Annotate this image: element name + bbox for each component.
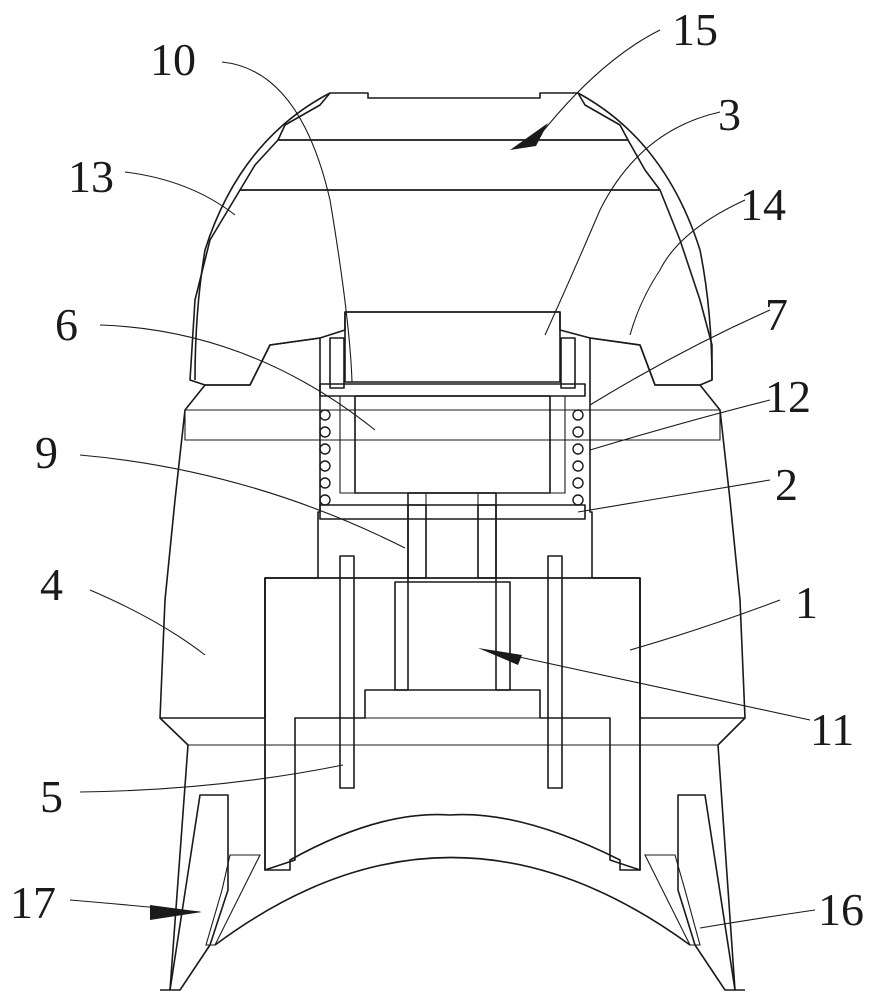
base-plate-part-2 — [319, 504, 586, 520]
label-3: 3 — [718, 89, 741, 140]
head-shell-part-13 — [189, 92, 713, 386]
label-13: 13 — [68, 151, 114, 202]
label-5: 5 — [40, 771, 63, 822]
label-12: 12 — [765, 371, 811, 422]
top-cap-part-15 — [277, 92, 629, 141]
label-7: 7 — [765, 289, 788, 340]
ring-part-16 — [644, 794, 736, 991]
skirt — [159, 717, 746, 991]
spring-part-7 — [319, 409, 331, 506]
leader-lines — [69, 29, 816, 929]
label-15: 15 — [672, 4, 718, 55]
pin-part-5 — [339, 555, 563, 789]
core-block-part-3 — [344, 311, 561, 383]
label-9: 9 — [35, 427, 58, 478]
label-2: 2 — [775, 459, 798, 510]
label-16: 16 — [818, 884, 864, 935]
inner-arch — [214, 856, 691, 946]
label-14: 14 — [740, 179, 786, 230]
label-4: 4 — [40, 559, 63, 610]
housing-part-4 — [159, 337, 746, 719]
spring-part-12 — [572, 409, 584, 506]
label-11: 11 — [810, 704, 854, 755]
sleeve-part-10 — [319, 337, 586, 397]
ring-part-17 — [169, 794, 261, 991]
label-1: 1 — [795, 577, 818, 628]
part-labels: 10 15 3 13 14 6 7 12 9 2 4 1 11 5 17 16 — [10, 4, 864, 935]
label-17: 17 — [10, 877, 56, 928]
label-10: 10 — [150, 34, 196, 85]
arrowheads — [150, 123, 548, 920]
lower-body-part-1 — [264, 577, 641, 871]
cavity-block-part-11 — [365, 581, 540, 719]
label-6: 6 — [55, 299, 78, 350]
